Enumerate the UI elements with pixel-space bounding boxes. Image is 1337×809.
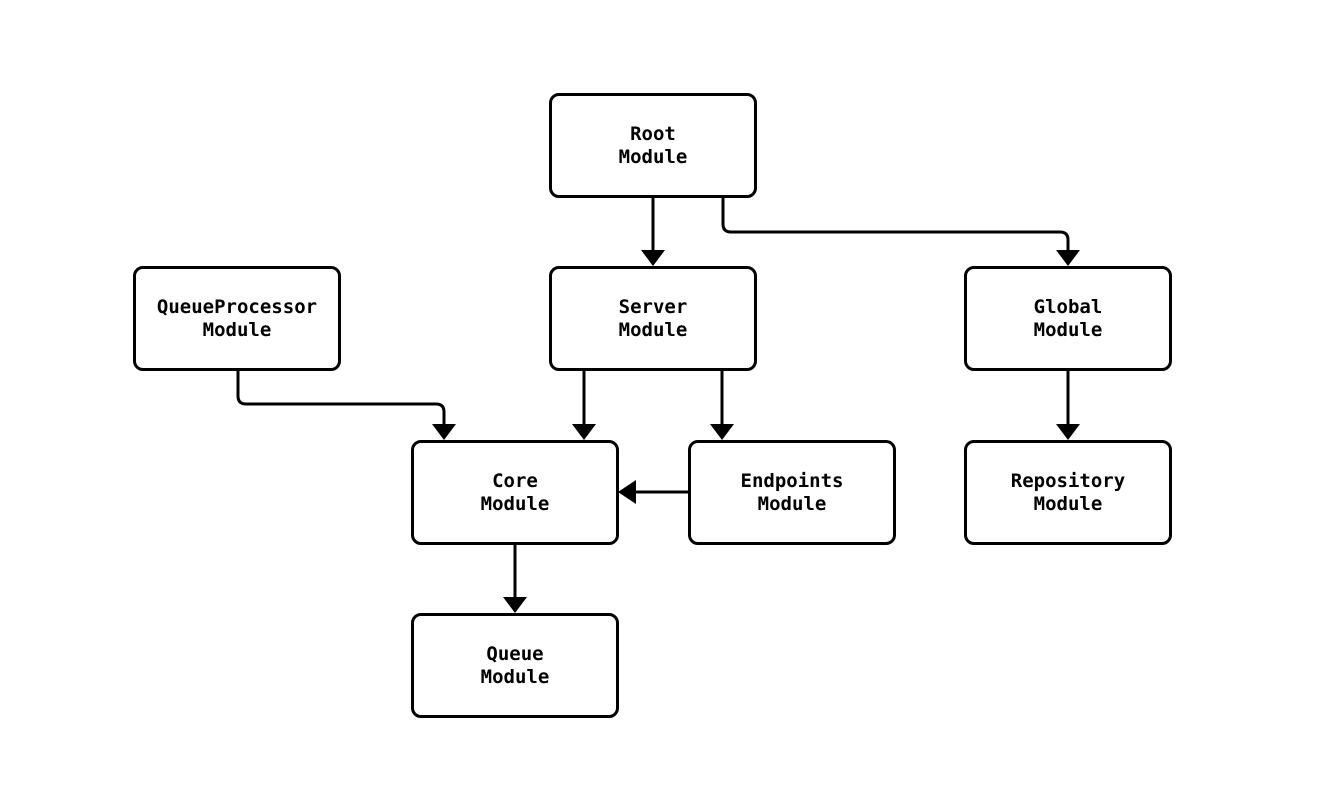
node-endpoints-module-label: Endpoints Module <box>740 469 844 515</box>
node-queue-module: Queue Module <box>411 613 619 718</box>
node-core-module-label: Core Module <box>480 469 550 515</box>
node-endpoints-module: Endpoints Module <box>688 440 896 545</box>
edge-server-to-core <box>572 371 596 440</box>
node-queue-module-label: Queue Module <box>480 642 550 688</box>
edge-core-to-queue <box>503 545 527 613</box>
edge-server-to-endpoints <box>710 371 734 440</box>
node-root-module-label: Root Module <box>618 122 688 168</box>
node-repository-module-label: Repository Module <box>1010 469 1126 515</box>
edge-endpoints-to-core <box>618 480 688 504</box>
node-root-module: Root Module <box>549 93 757 198</box>
node-global-module-label: Global Module <box>1033 295 1103 341</box>
node-server-module-label: Server Module <box>618 295 688 341</box>
node-global-module: Global Module <box>964 266 1172 371</box>
edge-queueprocessor-to-core <box>236 371 456 440</box>
node-repository-module: Repository Module <box>964 440 1172 545</box>
edge-root-to-global <box>721 198 1080 266</box>
edge-global-to-repository <box>1056 371 1080 440</box>
edge-root-to-server <box>641 198 665 266</box>
node-queueprocessor-module-label: QueueProcessor Module <box>156 295 318 341</box>
node-server-module: Server Module <box>549 266 757 371</box>
node-core-module: Core Module <box>411 440 619 545</box>
node-queueprocessor-module: QueueProcessor Module <box>133 266 341 371</box>
